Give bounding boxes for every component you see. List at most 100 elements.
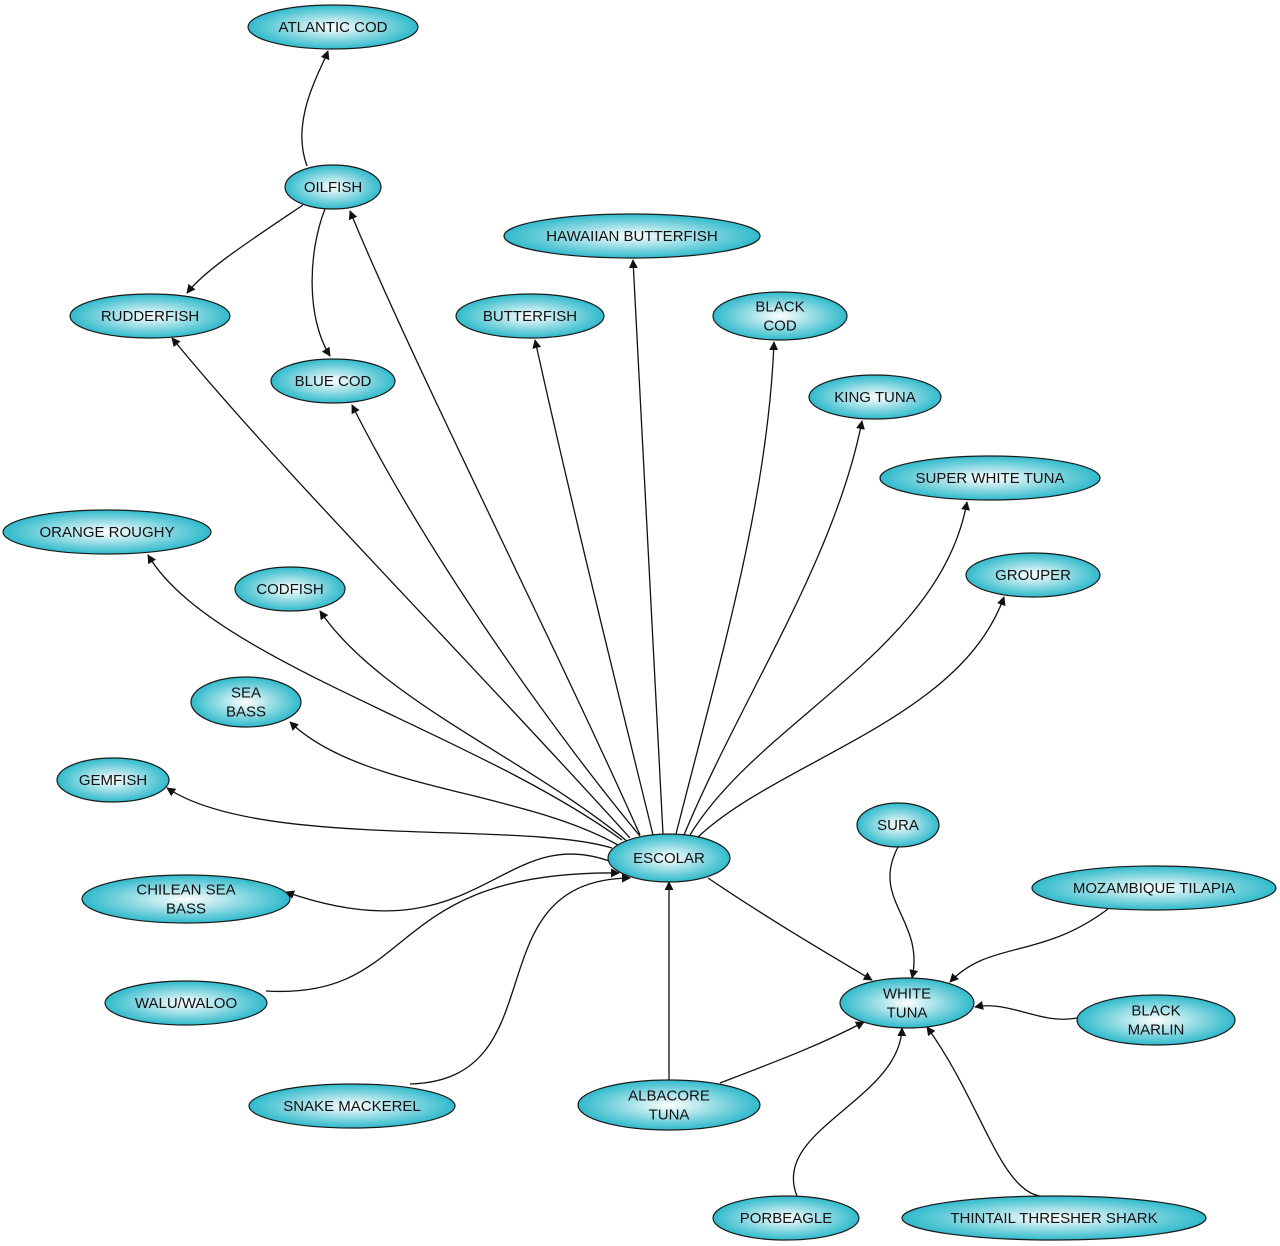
node-king-tuna: KING TUNA (808, 374, 942, 420)
node-butterfish: BUTTERFISH (455, 293, 605, 339)
node-ellipse (104, 980, 268, 1026)
node-label: BUTTERFISH (483, 308, 577, 325)
node-ellipse (965, 552, 1101, 598)
node-label: HAWAIIAN BUTTERFISH (546, 228, 717, 245)
node-ellipse (901, 1195, 1207, 1241)
node-ellipse (284, 164, 382, 210)
edge-albacore-tuna-to-white-tuna (719, 1021, 865, 1084)
node-label: BLACK (1131, 1003, 1180, 1020)
edge-escolar-to-black-cod (675, 341, 779, 835)
edge-mozambique-tilapia-to-white-tuna (949, 908, 1109, 983)
node-ellipse (808, 374, 942, 420)
node-ellipse (607, 833, 731, 883)
node-label: SNAKE MACKEREL (283, 1098, 421, 1115)
edge-snake-mackerel-to-escolar (409, 873, 631, 1085)
node-black-marlin: BLACK MARLIN (1076, 994, 1236, 1046)
edge-walu-waloo-to-escolar (265, 868, 620, 993)
node-label: BLUE COD (295, 373, 372, 390)
node-label: BASS (226, 704, 266, 721)
node-rudderfish: RUDDERFISH (69, 293, 231, 339)
node-label: TUNA (887, 1005, 928, 1022)
node-label: KING TUNA (834, 389, 915, 406)
node-codfish: CODFISH (234, 566, 346, 612)
edge-escolar-to-codfish (319, 610, 629, 843)
node-ellipse (56, 757, 170, 803)
node-escolar: ESCOLAR (607, 833, 731, 883)
node-chilean-sea-bass: CHILEAN SEA BASS (81, 874, 291, 924)
node-label: MOZAMBIQUE TILAPIA (1073, 880, 1235, 897)
node-ellipse (712, 291, 848, 341)
node-label: GROUPER (995, 567, 1071, 584)
node-label: OILFISH (304, 179, 362, 196)
node-ellipse (248, 1083, 456, 1129)
node-ellipse (2, 509, 212, 555)
node-ellipse (69, 293, 231, 339)
edge-sura-to-white-tuna (889, 846, 919, 979)
node-black-cod: BLACK COD (712, 291, 848, 341)
node-label: ESCOLAR (633, 850, 705, 867)
node-thintail-thresher-shark: THINTAIL THRESHER SHARK (901, 1195, 1207, 1241)
edge-escolar-to-chilean-sea-bass (285, 853, 613, 912)
node-super-white-tuna: SUPER WHITE TUNA (879, 455, 1101, 501)
node-sura: SURA (856, 802, 940, 848)
node-walu-waloo: WALU/WALOO (104, 980, 268, 1026)
node-label: SEA (231, 685, 261, 702)
node-ellipse (503, 213, 761, 259)
node-label: CODFISH (256, 581, 324, 598)
node-ellipse (839, 977, 975, 1029)
edge-porbeagle-to-white-tuna (792, 1027, 907, 1197)
edge-thintail-thresher-shark-to-white-tuna (926, 1026, 1041, 1197)
edge-escolar-to-gemfish (166, 787, 613, 849)
node-ellipse (577, 1079, 761, 1131)
edge-oilfish-to-atlantic-cod (301, 50, 330, 167)
node-ellipse (1076, 994, 1236, 1046)
node-ellipse (81, 874, 291, 924)
node-label: GEMFISH (79, 772, 147, 789)
node-label: WHITE (883, 986, 931, 1003)
node-atlantic-cod: ATLANTIC COD (247, 4, 419, 50)
node-ellipse (712, 1195, 860, 1241)
node-label: BASS (166, 901, 206, 918)
node-ellipse (234, 566, 346, 612)
node-ellipse (879, 455, 1101, 501)
node-label: COD (763, 318, 797, 335)
edge-escolar-to-white-tuna (707, 877, 873, 981)
node-sea-bass: SEA BASS (190, 676, 302, 728)
edge-black-marlin-to-white-tuna (974, 1001, 1078, 1020)
node-label: WALU/WALOO (135, 995, 237, 1012)
edge-escolar-to-king-tuna (683, 420, 865, 836)
node-label: ALBACORE (628, 1088, 710, 1105)
node-hawaiian-butterfish: HAWAIIAN BUTTERFISH (503, 213, 761, 259)
node-orange-roughy: ORANGE ROUGHY (2, 509, 212, 555)
node-label: PORBEAGLE (740, 1210, 833, 1227)
edges-layer (147, 50, 1109, 1197)
node-porbeagle: PORBEAGLE (712, 1195, 860, 1241)
node-ellipse (856, 802, 940, 848)
node-ellipse (455, 293, 605, 339)
edge-escolar-to-oilfish (348, 210, 641, 836)
node-label: ORANGE ROUGHY (39, 524, 174, 541)
node-label: CHILEAN SEA (136, 882, 235, 899)
node-label: SURA (877, 817, 919, 834)
edge-escolar-to-super-white-tuna (689, 501, 970, 836)
node-ellipse (1031, 865, 1277, 911)
node-snake-mackerel: SNAKE MACKEREL (248, 1083, 456, 1129)
edge-escolar-to-rudderfish (171, 337, 631, 839)
node-mozambique-tilapia: MOZAMBIQUE TILAPIA (1031, 865, 1277, 911)
node-label: THINTAIL THRESHER SHARK (950, 1210, 1157, 1227)
edge-escolar-to-hawaiian-butterfish (628, 259, 664, 835)
node-label: MARLIN (1128, 1022, 1185, 1039)
node-ellipse (247, 4, 419, 50)
edge-oilfish-to-blue-cod (311, 208, 331, 357)
node-label: SUPER WHITE TUNA (916, 470, 1065, 487)
nodes-layer: ATLANTIC COD OILFISH HAWAIIAN BUTTERFISH RU… (2, 4, 1277, 1241)
edge-oilfish-to-rudderfish (186, 204, 304, 294)
node-label: BLACK (755, 299, 804, 316)
node-white-tuna: WHITE TUNA (839, 977, 975, 1029)
node-blue-cod: BLUE COD (270, 358, 396, 404)
edge-escolar-to-orange-roughy (147, 554, 623, 841)
node-gemfish: GEMFISH (56, 757, 170, 803)
node-oilfish: OILFISH (284, 164, 382, 210)
